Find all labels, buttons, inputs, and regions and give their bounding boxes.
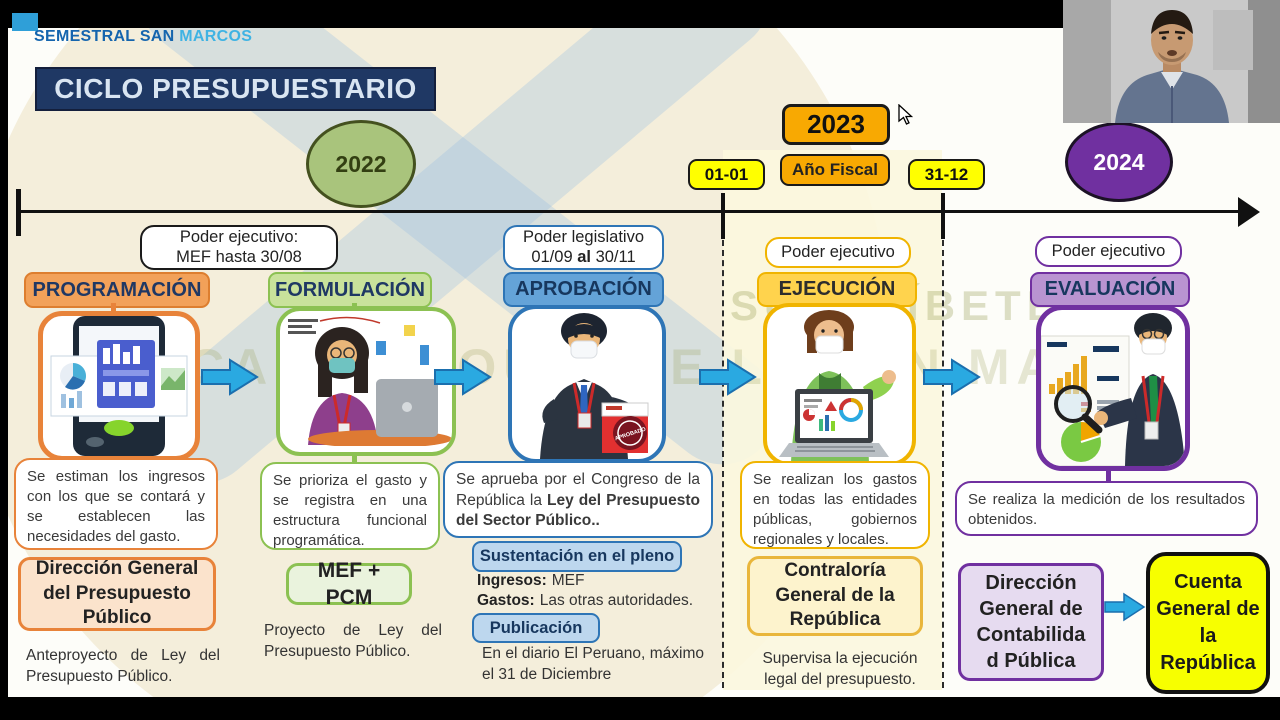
description-programacion: Se estiman los ingresos con los que se c… xyxy=(14,458,218,550)
stage-header-formulacion: FORMULACIÓN xyxy=(268,272,432,308)
stage-header-aprobacion: APROBACIÓN xyxy=(503,272,664,307)
ingresos-value: MEF xyxy=(551,572,585,589)
note-formulacion: Proyecto de Ley del Presupuesto Público. xyxy=(264,622,442,660)
description-aprobacion: Se aprueba por el Congreso de la Repúbli… xyxy=(443,461,713,538)
ejecucion-illustration xyxy=(763,303,916,466)
stage-header-programacion: PROGRAMACIÓN xyxy=(24,272,210,308)
power-line: MEF hasta 30/08 xyxy=(176,247,302,266)
entity-programacion: Dirección General del Presupuesto Públic… xyxy=(18,557,216,631)
year-2023-badge: 2023 xyxy=(782,104,890,145)
power-al: al xyxy=(577,247,591,266)
presenter-webcam xyxy=(1063,0,1280,123)
year-2024-badge: 2024 xyxy=(1065,122,1173,202)
connector xyxy=(352,303,357,308)
formulacion-illustration xyxy=(276,307,456,456)
gastos-value: Las otras autoridades. xyxy=(539,592,694,609)
presenter-portrait xyxy=(1063,0,1280,123)
ingresos-line: Ingresos:MEF xyxy=(477,572,584,590)
flow-arrow-3-icon xyxy=(698,356,758,398)
dashed-line-3112 xyxy=(942,240,944,688)
left-black-bar xyxy=(0,0,8,720)
flow-arrow-1-icon xyxy=(200,356,260,398)
power-date-from: 01/09 xyxy=(531,247,573,266)
description-ejecucion: Se realizan los gastos en todas las enti… xyxy=(740,461,930,549)
note-ejecucion: Supervisa la ejecución legal del presupu… xyxy=(762,650,918,688)
power-label-aprobacion: Poder legislativo 01/09 al 30/11 xyxy=(503,225,664,270)
bottom-black-bar xyxy=(0,697,1280,720)
programacion-illustration xyxy=(38,311,200,461)
description-bold: Ley del Presupuesto del Sector Público.. xyxy=(456,491,700,530)
woman-presenting-laptop-illustration xyxy=(779,310,896,462)
year-2022-badge: 2022 xyxy=(306,120,416,208)
power-line: 01/09 al 30/11 xyxy=(531,248,635,267)
power-line: Poder ejecutivo: xyxy=(179,228,299,247)
man-approved-document-illustration: APROBADO xyxy=(540,313,649,459)
dashed-line-0101 xyxy=(722,240,724,688)
power-label-programacion: Poder ejecutivo: MEF hasta 30/08 xyxy=(140,225,338,270)
power-label-ejecucion: Poder ejecutivo xyxy=(765,237,911,268)
start-date-badge: 01-01 xyxy=(688,159,765,190)
flow-arrow-4-icon xyxy=(922,356,982,398)
power-line: Poder legislativo xyxy=(522,228,645,247)
brand-logo-icon xyxy=(12,13,38,31)
stage-header-evaluacion: EVALUACIÓN xyxy=(1030,272,1190,307)
aprobado-stamp-icon: APROBADO xyxy=(613,416,647,450)
page-title: CICLO PRESUPUESTARIO xyxy=(35,67,436,111)
brand-name-primary: SEMESTRAL SAN xyxy=(34,28,175,45)
budget-dashboard-illustration xyxy=(50,316,188,456)
gastos-label: Gastos: xyxy=(477,592,535,609)
publicacion-note: En el diario El Peruano, máximo el 31 de… xyxy=(482,645,704,683)
magnifier-icon xyxy=(1054,385,1092,423)
publicacion-header: Publicación xyxy=(472,613,600,643)
evaluacion-illustration xyxy=(1036,305,1190,471)
entity-ejecucion: Contraloría General de la República xyxy=(747,556,923,636)
man-magnifier-charts-illustration xyxy=(1041,313,1185,466)
result-arrow-icon xyxy=(1104,592,1146,627)
timeline-tick-0101 xyxy=(721,193,725,239)
entity-evaluacion: Dirección General de Contabilida d Públi… xyxy=(958,563,1104,681)
power-date-to: 30/11 xyxy=(595,247,636,266)
brand-name-secondary: MARCOS xyxy=(179,28,253,45)
timeline-arrowhead-icon xyxy=(1238,197,1275,227)
note-programacion: Anteproyecto de Ley del Presupuesto Públ… xyxy=(26,647,220,685)
connector xyxy=(1106,461,1111,482)
mouse-cursor-icon xyxy=(897,103,914,131)
ingresos-label: Ingresos: xyxy=(477,572,547,589)
woman-at-laptop-illustration xyxy=(288,316,452,448)
end-date-badge: 31-12 xyxy=(908,159,985,190)
description-text: Se aprueba por el Congreso de la Repúbli… xyxy=(456,471,700,509)
power-label-evaluacion: Poder ejecutivo xyxy=(1035,236,1182,267)
gastos-line: Gastos:Las otras autoridades. xyxy=(477,592,693,610)
timeline-axis xyxy=(18,210,1240,213)
entity-formulacion: MEF + PCM xyxy=(286,559,412,609)
sustentacion-header: Sustentación en el pleno xyxy=(472,541,682,572)
flow-arrow-2-icon xyxy=(433,356,493,398)
fiscal-year-label: Año Fiscal xyxy=(780,154,890,186)
description-formulacion: Se prioriza el gasto y se registra en un… xyxy=(260,462,440,550)
brand-logo: SEMESTRAL SAN MARCOS xyxy=(34,28,252,46)
timeline-tick-start xyxy=(16,189,21,236)
aprobacion-illustration: APROBADO xyxy=(508,305,666,463)
description-evaluacion: Se realiza la medición de los resultados… xyxy=(955,481,1258,536)
stage-header-ejecucion: EJECUCIÓN xyxy=(757,272,917,307)
timeline-tick-3112 xyxy=(941,193,945,239)
connector xyxy=(111,303,116,312)
result-cuenta-general: Cuenta General de la República xyxy=(1146,552,1270,694)
